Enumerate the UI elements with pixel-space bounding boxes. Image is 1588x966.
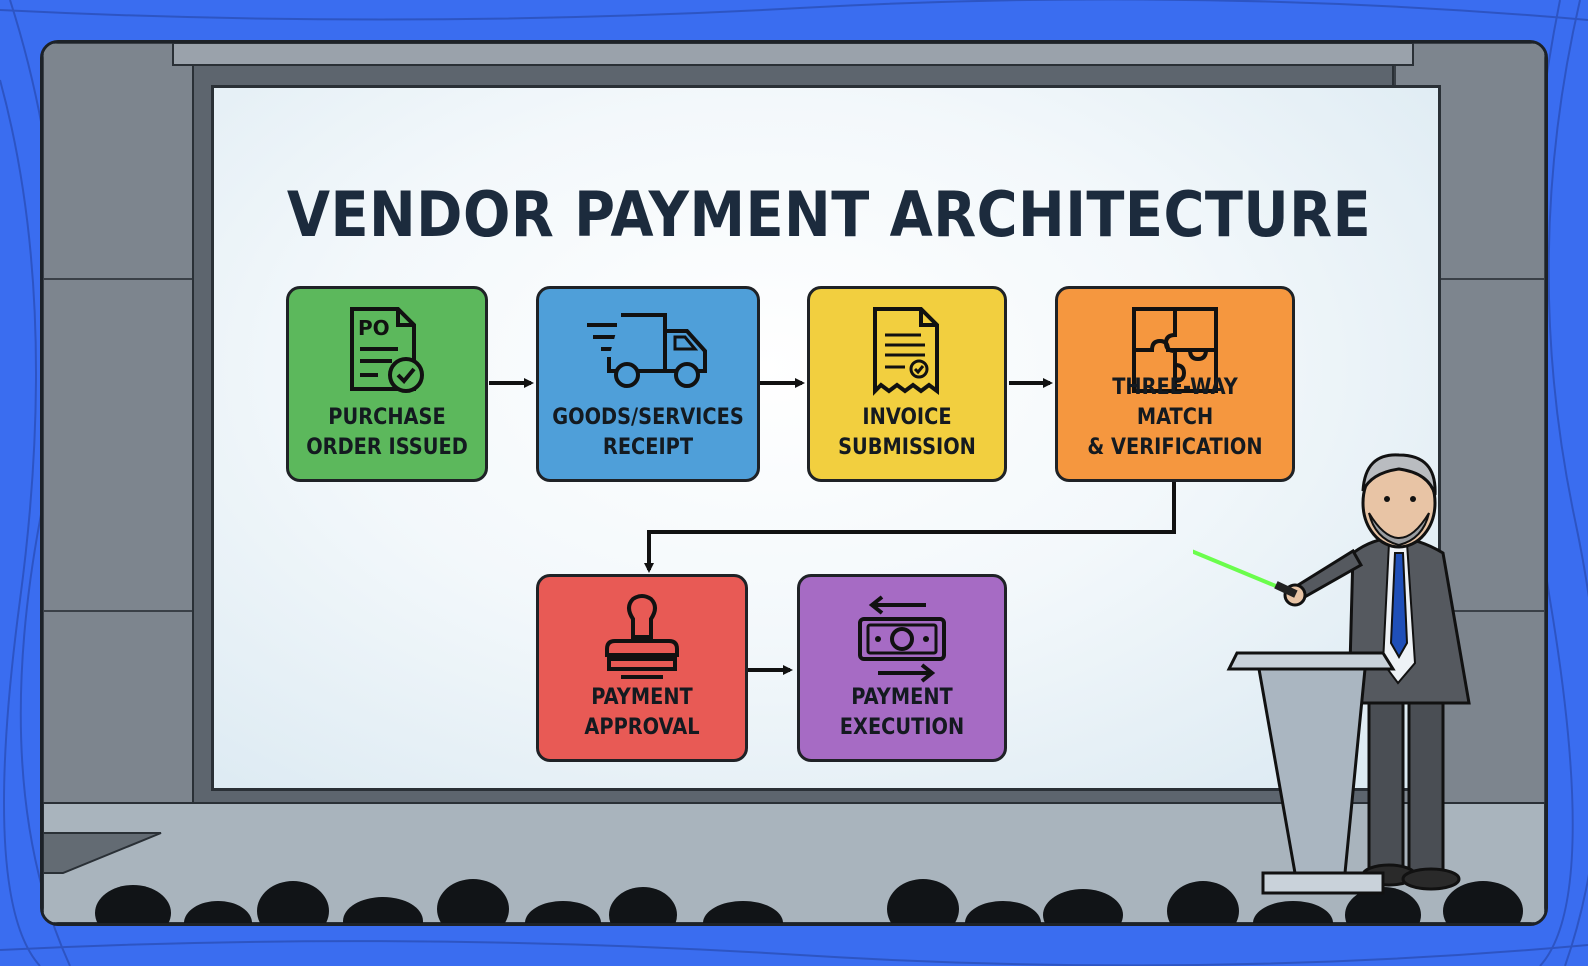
puzzle-icon <box>1132 307 1218 393</box>
step-label-line: PURCHASE <box>328 405 446 430</box>
step-label: PURCHASE ORDER ISSUED <box>301 403 473 463</box>
step-label-line: PAYMENT <box>591 685 693 710</box>
laser-beam <box>1193 549 1284 591</box>
slide-title: VENDOR PAYMENT ARCHITECTURE <box>286 178 1372 251</box>
step-payment-approval: PAYMENT APPROVAL <box>536 574 748 762</box>
presenter-with-podium <box>1193 453 1471 895</box>
delivery-truck-icon <box>587 313 707 388</box>
step-label-line: APPROVAL <box>584 715 700 740</box>
invoice-receipt-icon <box>873 307 939 396</box>
step-goods-receipt: GOODS/SERVICES RECEIPT <box>536 286 760 482</box>
arrow-match-to-approval <box>644 482 1176 573</box>
step-purchase-order: PO PURCHASE ORDER ISSUED <box>286 286 488 482</box>
stage: VENDOR PAYMENT ARCHITECTURE PO <box>40 40 1548 926</box>
step-label: THREE-WAY MATCH & VERIFICATION <box>1072 373 1278 463</box>
step-label: INVOICE SUBMISSION <box>822 403 993 463</box>
step-label-line: EXECUTION <box>839 715 965 740</box>
money-transfer-icon <box>858 595 946 683</box>
po-icon-text: PO <box>358 316 390 340</box>
step-payment-execution: PAYMENT EXECUTION <box>797 574 1007 762</box>
projection-screen: VENDOR PAYMENT ARCHITECTURE PO <box>211 85 1441 791</box>
step-label: GOODS/SERVICES RECEIPT <box>552 403 744 463</box>
step-label-line: PAYMENT <box>851 685 953 710</box>
step-label-line: ORDER ISSUED <box>306 435 468 460</box>
step-label-line: RECEIPT <box>602 435 694 460</box>
step-label-line: INVOICE <box>862 405 952 430</box>
step-label-line: SUBMISSION <box>838 435 976 460</box>
step-label-line: & VERIFICATION <box>1087 435 1263 460</box>
approval-stamp-icon <box>605 594 679 679</box>
step-three-way-match: THREE-WAY MATCH & VERIFICATION <box>1055 286 1295 482</box>
step-label-line: GOODS/SERVICES <box>552 405 744 430</box>
step-label: PAYMENT APPROVAL <box>551 683 732 743</box>
step-label-line: THREE-WAY MATCH <box>1112 375 1238 430</box>
step-label: PAYMENT EXECUTION <box>812 683 992 743</box>
purchase-order-icon: PO <box>350 307 424 393</box>
step-invoice-submission: INVOICE SUBMISSION <box>807 286 1007 482</box>
